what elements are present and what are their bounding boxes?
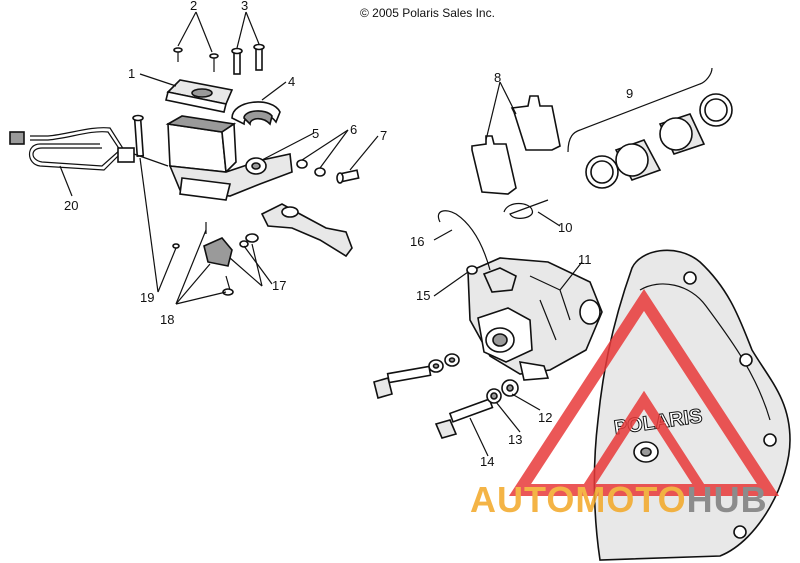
callout-5: 5 [312,126,319,141]
callout-2: 2 [190,0,197,13]
callout-4: 4 [288,74,295,89]
callout-12: 12 [538,410,552,425]
leader-lines [59,11,583,457]
callout-11: 11 [578,252,592,267]
copyright-text: © 2005 Polaris Sales Inc. [360,6,495,20]
caliper-piston-kit [567,67,733,189]
brake-lever [260,203,353,258]
pivot-washers [296,159,326,177]
caliper-bolt-upper [373,353,460,399]
callout-10: 10 [558,220,572,235]
callout-16: 16 [410,234,424,249]
lever-pin [132,114,180,249]
reservoir-cover [165,79,234,113]
watermark-text-part1: AUTOMOTO [470,479,687,520]
callout-13: 13 [508,432,522,447]
callout-19: 19 [140,290,154,305]
callout-labels: 2 3 1 4 5 6 7 8 9 10 11 12 13 14 15 16 1… [64,0,633,469]
watermark-logo: AUTOMOTOHUB [470,289,780,520]
callout-9: 9 [626,86,633,101]
callout-17: 17 [272,278,286,293]
caliper-washers [486,379,519,404]
brake-switch-harness [9,127,169,171]
pad-retaining-clip [503,199,549,219]
lever-small-parts [222,275,234,296]
callout-15: 15 [416,288,430,303]
pivot-pin [336,169,360,184]
brake-pads [471,95,561,195]
master-cylinder-assembly [9,43,360,296]
handlebar-clamp [231,101,281,126]
callout-14: 14 [480,454,494,469]
reservoir-body [165,115,237,174]
watermark-text-part2: HUB [687,479,768,520]
callout-20: 20 [64,198,78,213]
brake-line [437,210,491,271]
callout-6: 6 [350,122,357,137]
brake-caliper [467,257,603,381]
callout-18: 18 [160,312,174,327]
callout-8: 8 [494,70,501,85]
bleeder-valve [466,265,478,275]
callout-3: 3 [241,0,248,13]
callout-7: 7 [380,128,387,143]
callout-1: 1 [128,66,135,81]
reservoir-screws [173,47,219,72]
watermark-text: AUTOMOTOHUB [470,479,768,520]
master-cylinder-body [168,153,293,201]
clamp-bolts [231,43,265,75]
caliper-bolt-lower [434,398,494,439]
